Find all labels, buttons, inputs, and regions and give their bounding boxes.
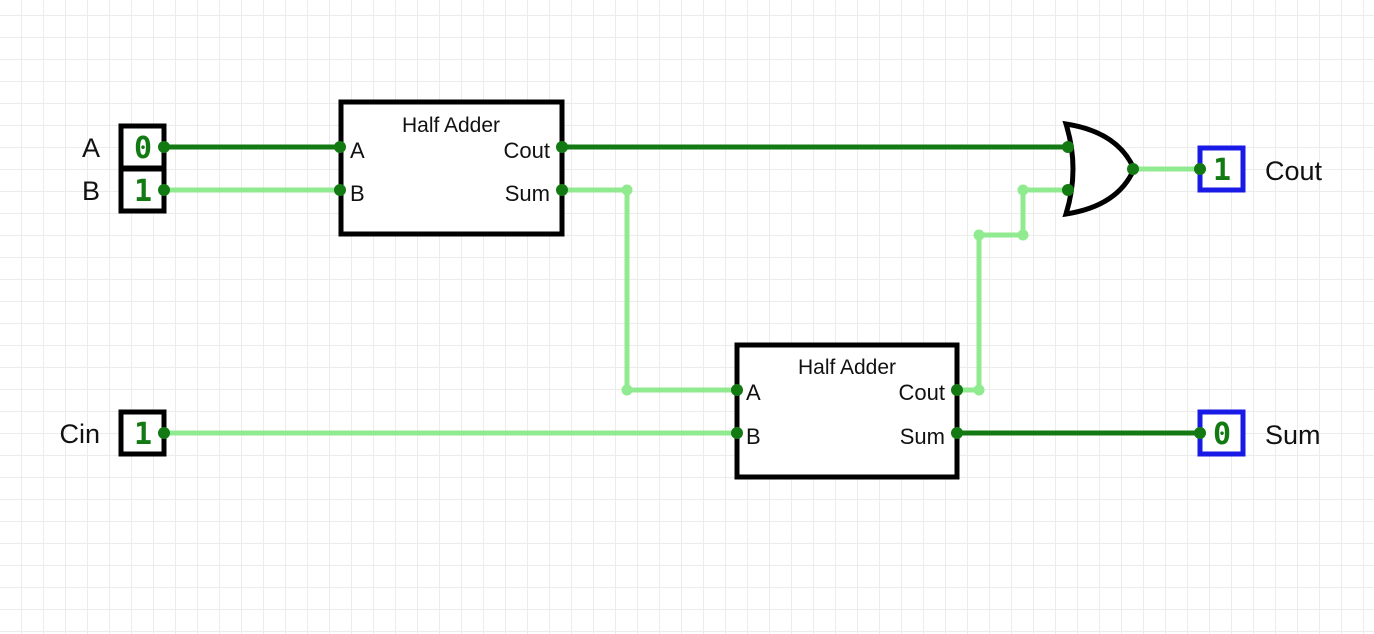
half-adder-2-title: Half Adder [798,356,896,379]
input-a-value: 0 [134,131,152,166]
wires [163,144,1200,436]
wire-junction-dot [973,229,985,241]
wire-ha2-cout-to-or[interactable] [957,187,1068,393]
half-adder-2-body[interactable] [734,342,960,480]
pin-dot [556,184,568,196]
pin-dot [334,184,346,196]
pin-dot [951,427,963,439]
half-adder-1[interactable]: Half Adder A B Cout Sum [338,99,565,237]
half-adder-1-body[interactable] [338,99,565,237]
pin-dot [556,141,568,153]
wire-junction-dot [621,384,633,396]
output-cout-label: Cout [1265,156,1323,186]
half-adder-2[interactable]: Half Adder A B Cout Sum [734,342,960,480]
pin-dot [158,141,170,153]
input-b-value: 1 [134,174,152,209]
pin-dot [1194,427,1206,439]
input-cin-value: 1 [134,417,152,452]
wire-ha1-sum-to-ha2-a[interactable] [562,187,737,393]
wire-junction-dot [1017,184,1029,196]
input-a[interactable]: A 0 [82,123,167,171]
half-adder-2-port-b: B [746,424,761,449]
pin-dot [158,184,170,196]
half-adder-2-port-sum: Sum [900,424,945,449]
pin-dot [1062,184,1074,196]
half-adder-1-port-a: A [350,138,365,163]
half-adder-1-title: Half Adder [402,114,500,137]
output-sum-value: 0 [1213,417,1231,452]
input-b-label: B [82,176,100,206]
pin-dot [158,427,170,439]
output-sum-display [1197,409,1246,457]
half-adder-2-port-cout: Cout [899,380,945,405]
half-adder-2-port-a: A [746,380,761,405]
wire-junction-dot [973,384,985,396]
pin-dot [334,141,346,153]
half-adder-1-port-sum: Sum [505,181,550,206]
output-cout-value: 1 [1213,153,1231,188]
wire-junction-dot [621,184,633,196]
half-adder-1-port-cout: Cout [504,138,550,163]
output-sum-label: Sum [1265,420,1321,450]
output-cout: 1 Cout [1197,145,1323,193]
pin-dot [951,384,963,396]
input-a-label: A [82,133,100,163]
pin-dot [1062,141,1074,153]
or-gate[interactable] [1062,120,1137,218]
half-adder-1-port-b: B [350,181,365,206]
pin-dot [731,427,743,439]
connection-dots [158,141,1206,439]
pin-dot [731,384,743,396]
pin-dot [1194,163,1206,175]
input-cin-label: Cin [59,419,100,449]
input-cin[interactable]: Cin 1 [59,409,167,457]
wire-junction-dot [1017,229,1029,241]
or-gate-icon[interactable] [1062,120,1137,218]
output-sum: 0 Sum [1197,409,1321,457]
input-b[interactable]: B 1 [82,166,167,214]
pin-dot [1127,163,1139,175]
